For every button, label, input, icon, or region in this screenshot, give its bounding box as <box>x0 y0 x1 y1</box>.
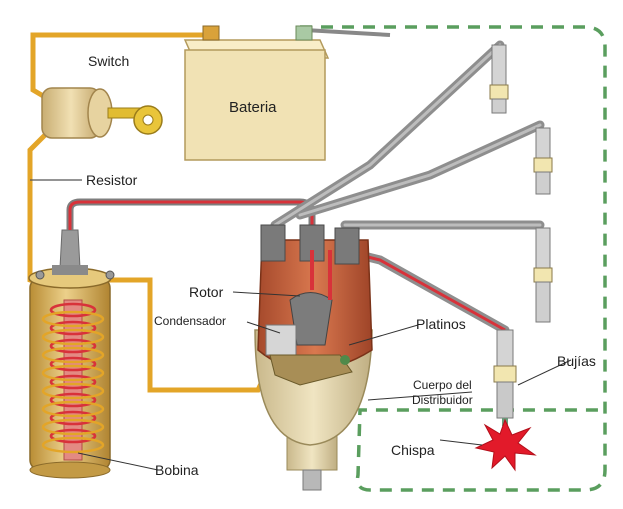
battery <box>183 25 330 161</box>
label-rotor: Rotor <box>189 284 224 300</box>
label-switch: Switch <box>88 53 130 69</box>
key-icon <box>107 105 163 135</box>
label-platinos: Platinos <box>416 316 466 332</box>
label-condensador: Condensador <box>154 314 227 328</box>
distributor <box>254 224 373 491</box>
label-resistor: Resistor <box>86 172 138 188</box>
label-bobina: Bobina <box>155 462 199 478</box>
label-cuerpo-line2: Distribuidor <box>412 393 473 407</box>
spark-icon <box>474 418 537 472</box>
label-cuerpo-line1: Cuerpo del <box>412 378 472 392</box>
battery-ground-cable <box>304 28 391 37</box>
ignition-coil <box>28 229 115 479</box>
label-chispa: Chispa <box>391 442 435 458</box>
label-bateria: Bateria <box>229 99 277 116</box>
label-cuerpo-distribuidor: Cuerpo del Distribuidor <box>412 378 473 408</box>
leader-lines <box>77 291 572 471</box>
dashed-boundary <box>300 25 607 492</box>
label-bujias: Bujías <box>557 353 596 369</box>
spark-plug-icon <box>489 44 553 426</box>
ignition-switch <box>41 87 113 139</box>
